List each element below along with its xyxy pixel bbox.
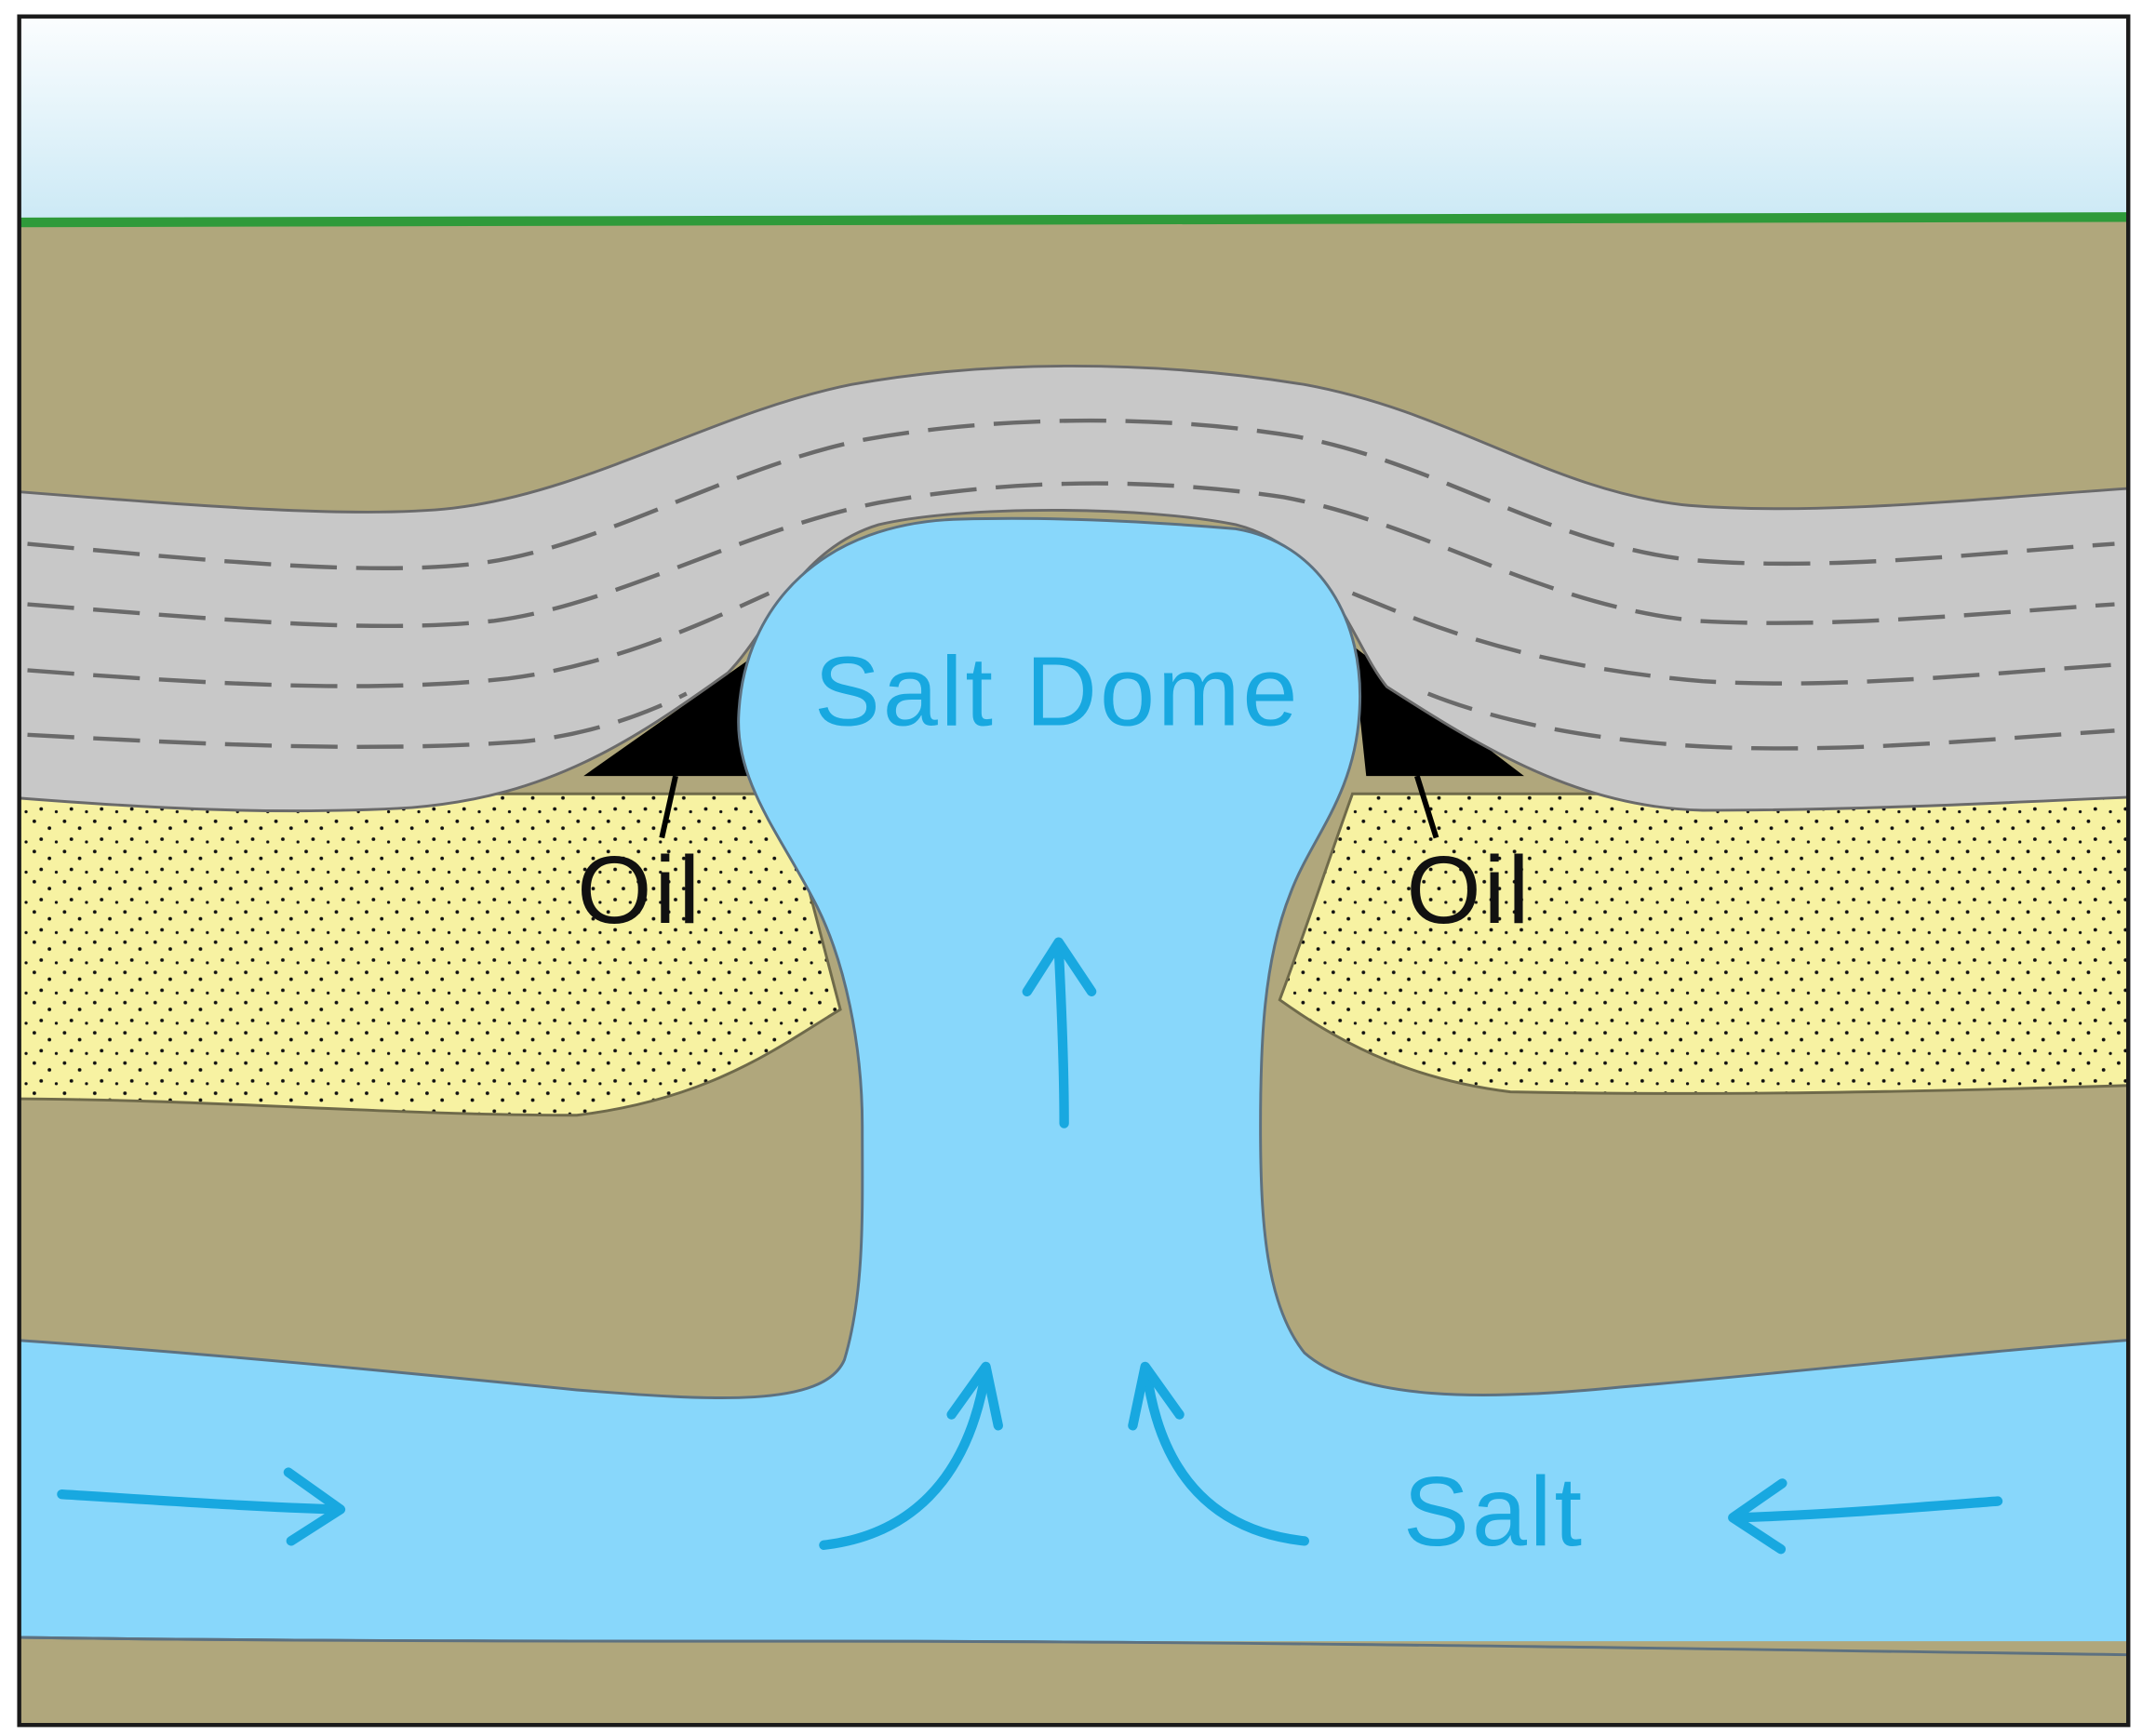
arrow-up-icon [1022,937,1097,1128]
sandstone-layer-left [19,792,842,1117]
curved-arrow-icon [1128,1361,1310,1546]
diagram-frame [17,14,2131,1728]
salt-dome-label: Salt Dome [814,635,1300,746]
oil-pointer-right [1414,775,1439,839]
curved-arrow-icon [819,1361,1003,1550]
oil-label-right: Oil [1406,835,1532,943]
salt-flow-arrows [57,937,2003,1555]
arrow-left-icon [1728,1478,2003,1555]
bottom-rock-band [19,1641,2129,1726]
oil-pointer-left [659,775,678,839]
oil-label-left: Oil [577,835,703,943]
salt-label: Salt [1403,1456,1585,1567]
cap-rock-bedding-lines [27,418,2115,751]
sandstone-layer-right [1278,792,2129,1095]
cap-rock-layer [19,364,2129,813]
ground-surface [19,212,2129,228]
sky [19,16,2129,234]
arrow-right-icon [57,1467,346,1546]
